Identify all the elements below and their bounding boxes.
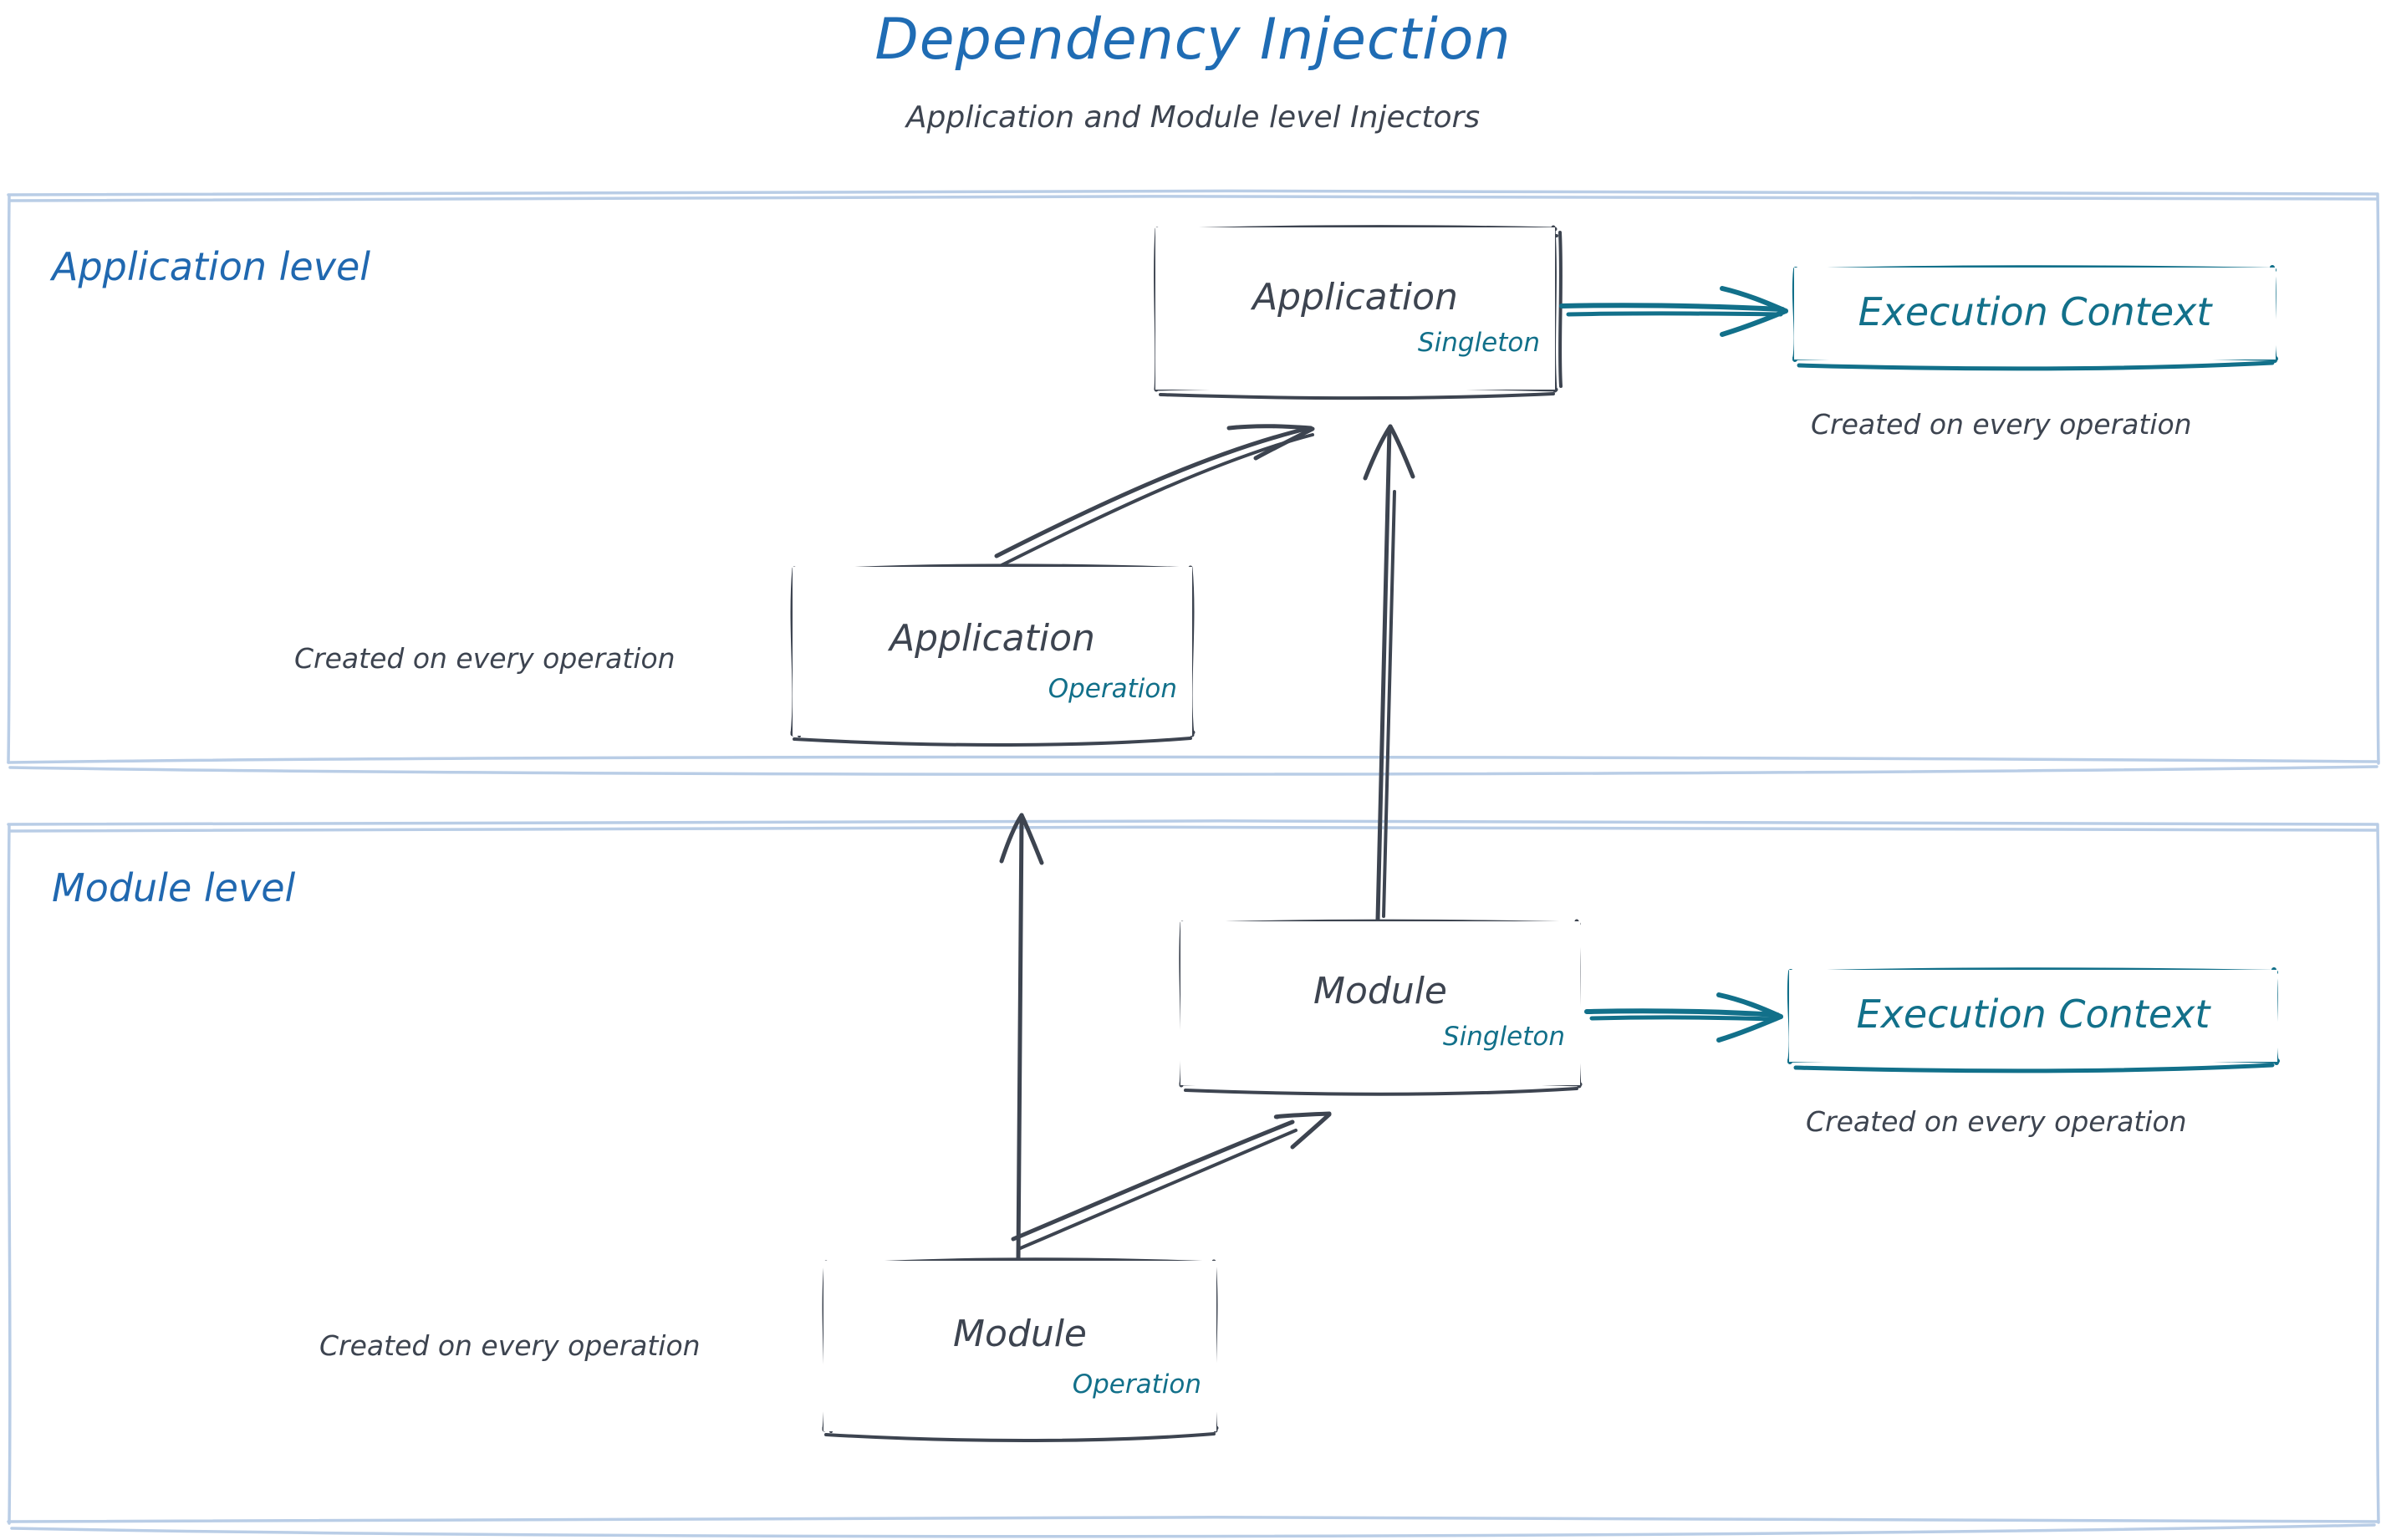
node-module-singleton-scope: Singleton [1442, 1022, 1565, 1052]
node-module-operation-scope: Operation [1072, 1369, 1201, 1400]
node-app-operation-label: Application [890, 617, 1095, 660]
node-app-singleton-scope: Singleton [1417, 328, 1540, 358]
container-label-module-level: Module level [52, 865, 296, 910]
page-title: Dependency Injection [874, 7, 1512, 73]
node-module-operation[interactable]: Module Operation [823, 1261, 1216, 1431]
node-module-operation-label: Module [953, 1313, 1087, 1355]
node-execution-context-module[interactable]: Execution Context [1789, 970, 2277, 1062]
node-app-operation[interactable]: Application Operation [793, 567, 1192, 736]
caption-module-operation: Created on every operation [319, 1329, 701, 1362]
caption-app-operation: Created on every operation [294, 642, 676, 675]
caption-execution-context-application: Created on every operation [1811, 408, 2192, 441]
arrow-module-singleton-to-app-singleton [1363, 424, 1415, 922]
arrow-module-operation-to-module-singleton [1011, 1111, 1332, 1251]
node-app-singleton[interactable]: Application Singleton [1155, 227, 1555, 390]
arrow-module-operation-to-app-operation [999, 813, 1044, 1263]
arrow-module-singleton-to-exec-ctx [1584, 992, 1783, 1043]
node-app-singleton-label: Application [1252, 276, 1458, 319]
arrow-app-operation-to-app-singleton [994, 424, 1315, 567]
node-module-singleton[interactable]: Module Singleton [1180, 921, 1580, 1085]
caption-execution-context-module: Created on every operation [1806, 1105, 2187, 1138]
node-execution-context-application[interactable]: Execution Context [1794, 268, 2276, 360]
page-subtitle: Application and Module level Injectors [905, 100, 1481, 135]
node-execution-context-application-label: Execution Context [1858, 289, 2212, 334]
node-app-operation-scope: Operation [1048, 674, 1177, 704]
arrow-app-singleton-to-exec-ctx [1559, 286, 1788, 337]
node-execution-context-module-label: Execution Context [1856, 992, 2210, 1037]
container-label-application-level: Application level [52, 244, 371, 289]
node-module-singleton-label: Module [1313, 970, 1447, 1012]
